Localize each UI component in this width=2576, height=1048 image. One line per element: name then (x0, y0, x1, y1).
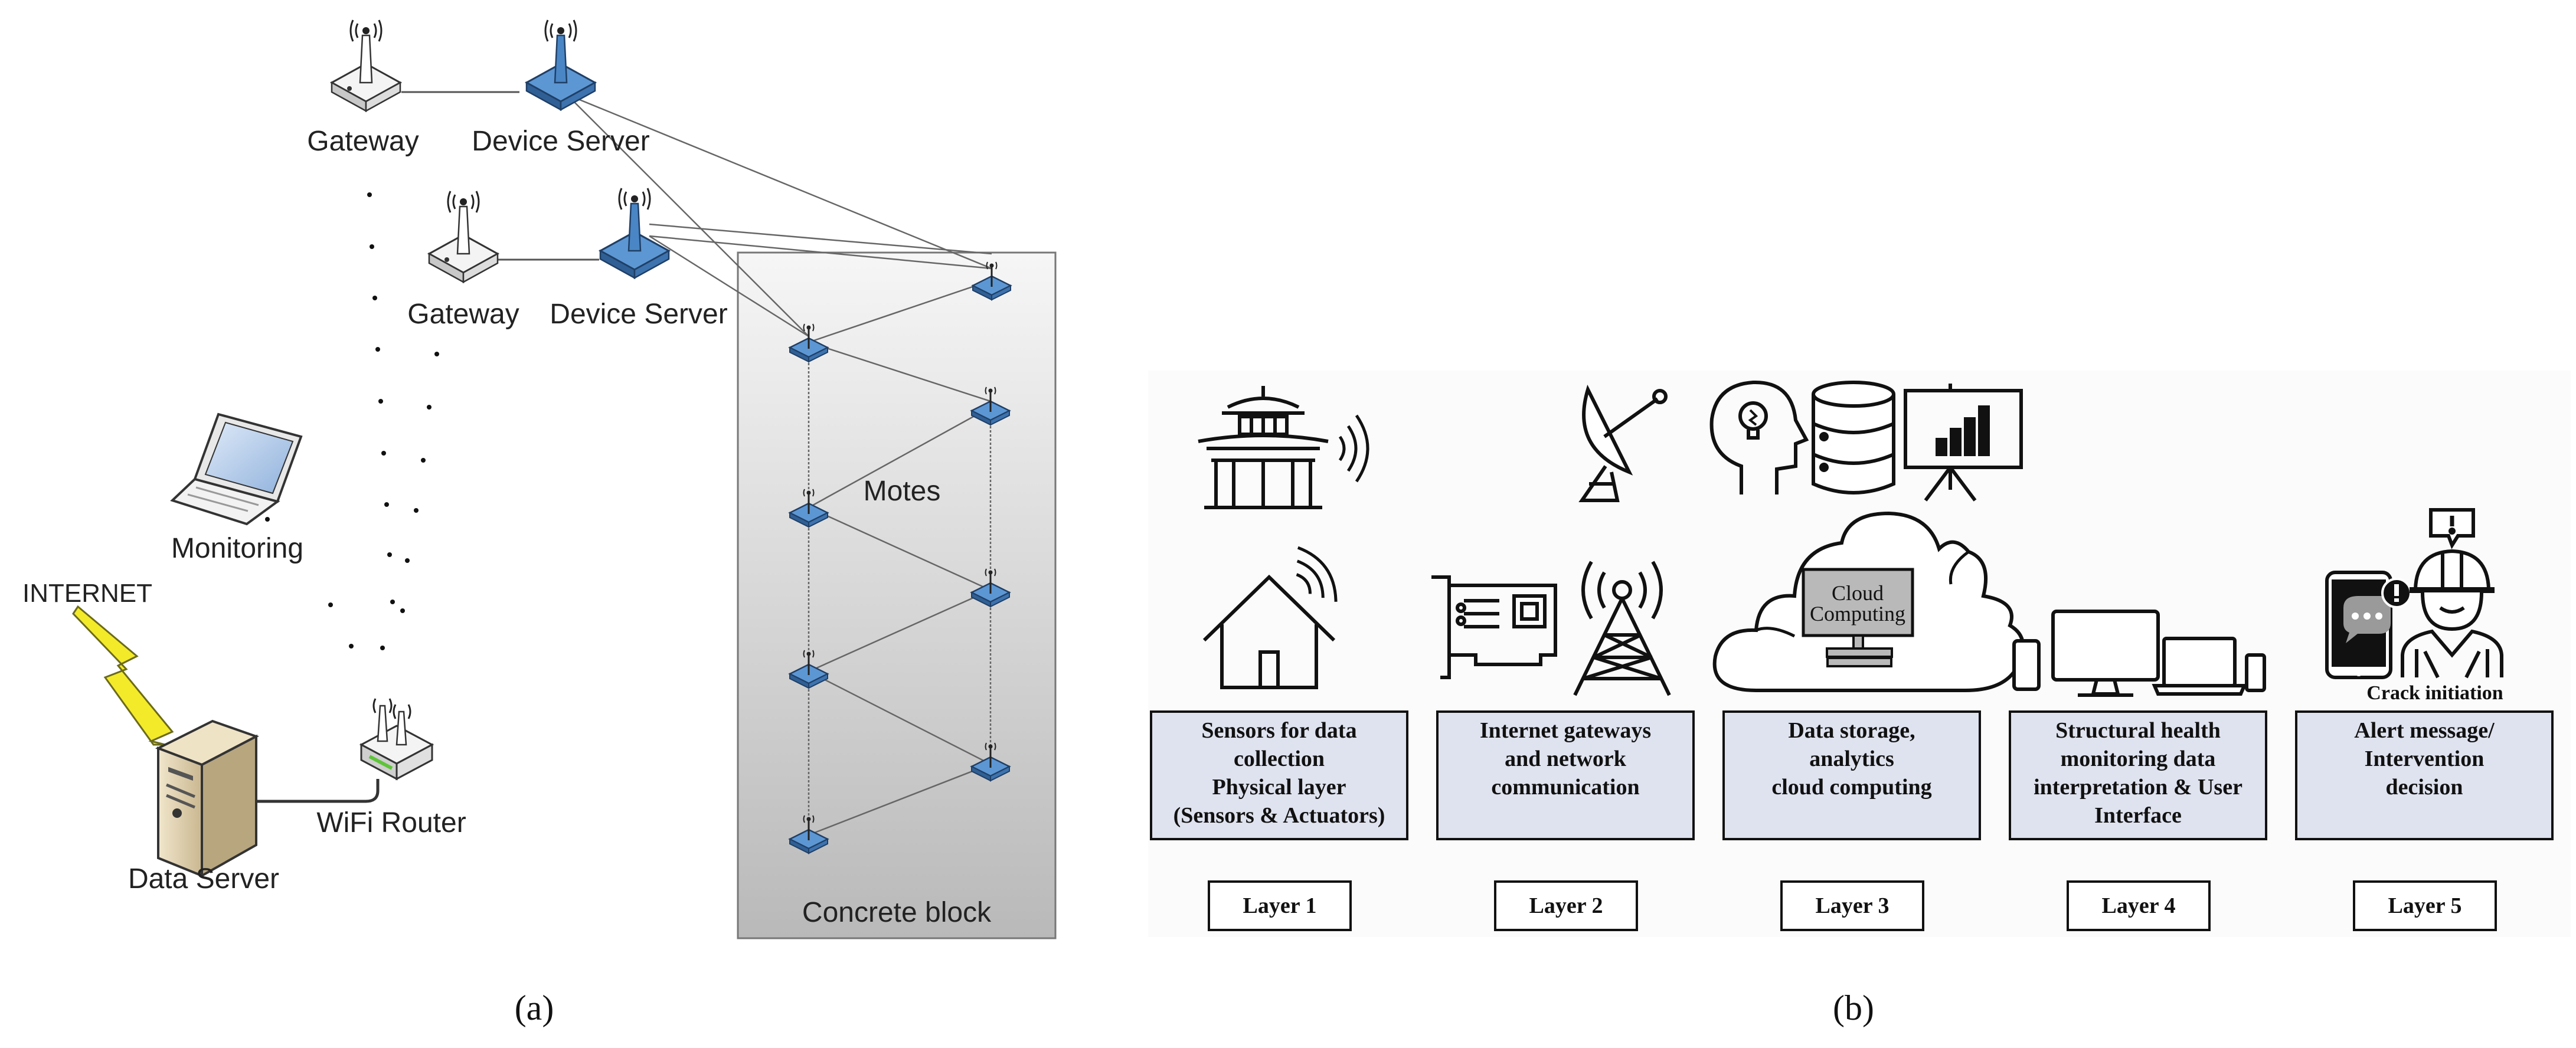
panel-b: Cloud Computing (1148, 371, 2571, 1027)
cloud-label-line2: Computing (1810, 602, 1905, 625)
layer-name: Layer 1 (1243, 893, 1317, 918)
layer-1-label: Layer 1 (1208, 880, 1352, 931)
layer-desc-line: Alert message/ (2354, 718, 2495, 743)
layer-name: Layer 3 (1816, 893, 1889, 918)
crack-initiation-label: Crack initiation (2366, 682, 2503, 704)
network-card-icon (1431, 575, 1557, 679)
gateway-label: Gateway (307, 126, 419, 157)
layer-4-description: Structural health monitoring data interp… (2009, 710, 2267, 840)
network-links (566, 93, 992, 836)
panel-a-caption: (a) (515, 988, 554, 1027)
idea-head-icon (1709, 380, 1809, 494)
layer-desc-line: Data storage, (1788, 718, 1915, 743)
monitoring-label: Monitoring (171, 533, 303, 564)
layer-desc-line: analytics (1809, 746, 1894, 771)
layer-1-description: Sensors for data collection Physical lay… (1150, 710, 1408, 840)
presentation-chart-icon (1904, 384, 2023, 502)
internet-label: INTERNET (22, 579, 152, 608)
lightning-icon (72, 605, 174, 746)
devices-icon (2012, 610, 2266, 697)
panel-a: Gateway Device Server Gateway Device Ser… (22, 19, 1057, 1027)
device-server-label: Device Server (550, 299, 727, 330)
layer-2-description: Internet gateways and network communicat… (1436, 710, 1695, 840)
layer-desc-line: interpretation & User (2034, 775, 2242, 800)
layer-desc-line: cloud computing (1771, 775, 1931, 800)
layer-5-description: Alert message/ Intervention decision (2295, 710, 2554, 840)
cloud-label-line1: Cloud (1832, 581, 1884, 605)
engineer-icon (2401, 508, 2503, 679)
layer-4-label: Layer 4 (2067, 880, 2211, 931)
layer-desc-line: Physical layer (1212, 775, 1346, 800)
layer-desc-line: Intervention (2365, 746, 2485, 771)
layer-desc-line: collection (1234, 746, 1325, 771)
layer-3-description: Data storage, analytics cloud computing (1722, 710, 1981, 840)
cloud-computing-icon (1712, 511, 2025, 692)
concrete-block-label: Concrete block (802, 897, 992, 928)
layer-desc-line: monitoring data (2061, 746, 2216, 771)
house-icon (1202, 574, 1336, 689)
layer-name: Layer 5 (2388, 893, 2462, 918)
layer-desc-line: decision (2386, 775, 2463, 800)
data-server-label: Data Server (128, 863, 279, 895)
layer-desc-line: and network (1505, 746, 1627, 771)
device-server-icon (525, 19, 596, 111)
database-icon (1812, 381, 1895, 494)
device-server-icon (599, 187, 670, 279)
wifi-router-label: WiFi Router (316, 807, 466, 839)
layer-2-label: Layer 2 (1494, 880, 1638, 931)
layer-desc-line: (Sensors & Actuators) (1173, 803, 1385, 828)
cell-tower-icon (1573, 561, 1671, 696)
layer-5-label: Layer 5 (2353, 880, 2497, 931)
gateway-icon (331, 19, 401, 112)
layer-desc-line: Structural health (2055, 718, 2221, 743)
layer-name: Layer 2 (1529, 893, 1603, 918)
panel-b-caption: (b) (1833, 988, 1874, 1027)
layer-desc-line: communication (1491, 775, 1639, 800)
device-server-label: Device Server (472, 126, 649, 157)
data-server-icon (155, 719, 260, 878)
pagoda-icon (1198, 386, 1329, 509)
layer-desc-line: Sensors for data (1201, 718, 1356, 743)
layer-desc-line: Interface (2094, 803, 2182, 828)
phone-alert-icon (2325, 571, 2412, 679)
motes-label: Motes (864, 476, 941, 507)
gateway-label: Gateway (407, 299, 519, 330)
laptop-icon (170, 412, 303, 526)
layer-3-label: Layer 3 (1780, 880, 1924, 931)
satellite-dish-icon (1578, 384, 1668, 502)
ellipsis-dots (265, 192, 439, 650)
gateway-icon (428, 190, 499, 283)
layer-desc-line: Internet gateways (1480, 718, 1651, 743)
layer-name: Layer 4 (2102, 893, 2176, 918)
wifi-router-icon (359, 698, 434, 781)
